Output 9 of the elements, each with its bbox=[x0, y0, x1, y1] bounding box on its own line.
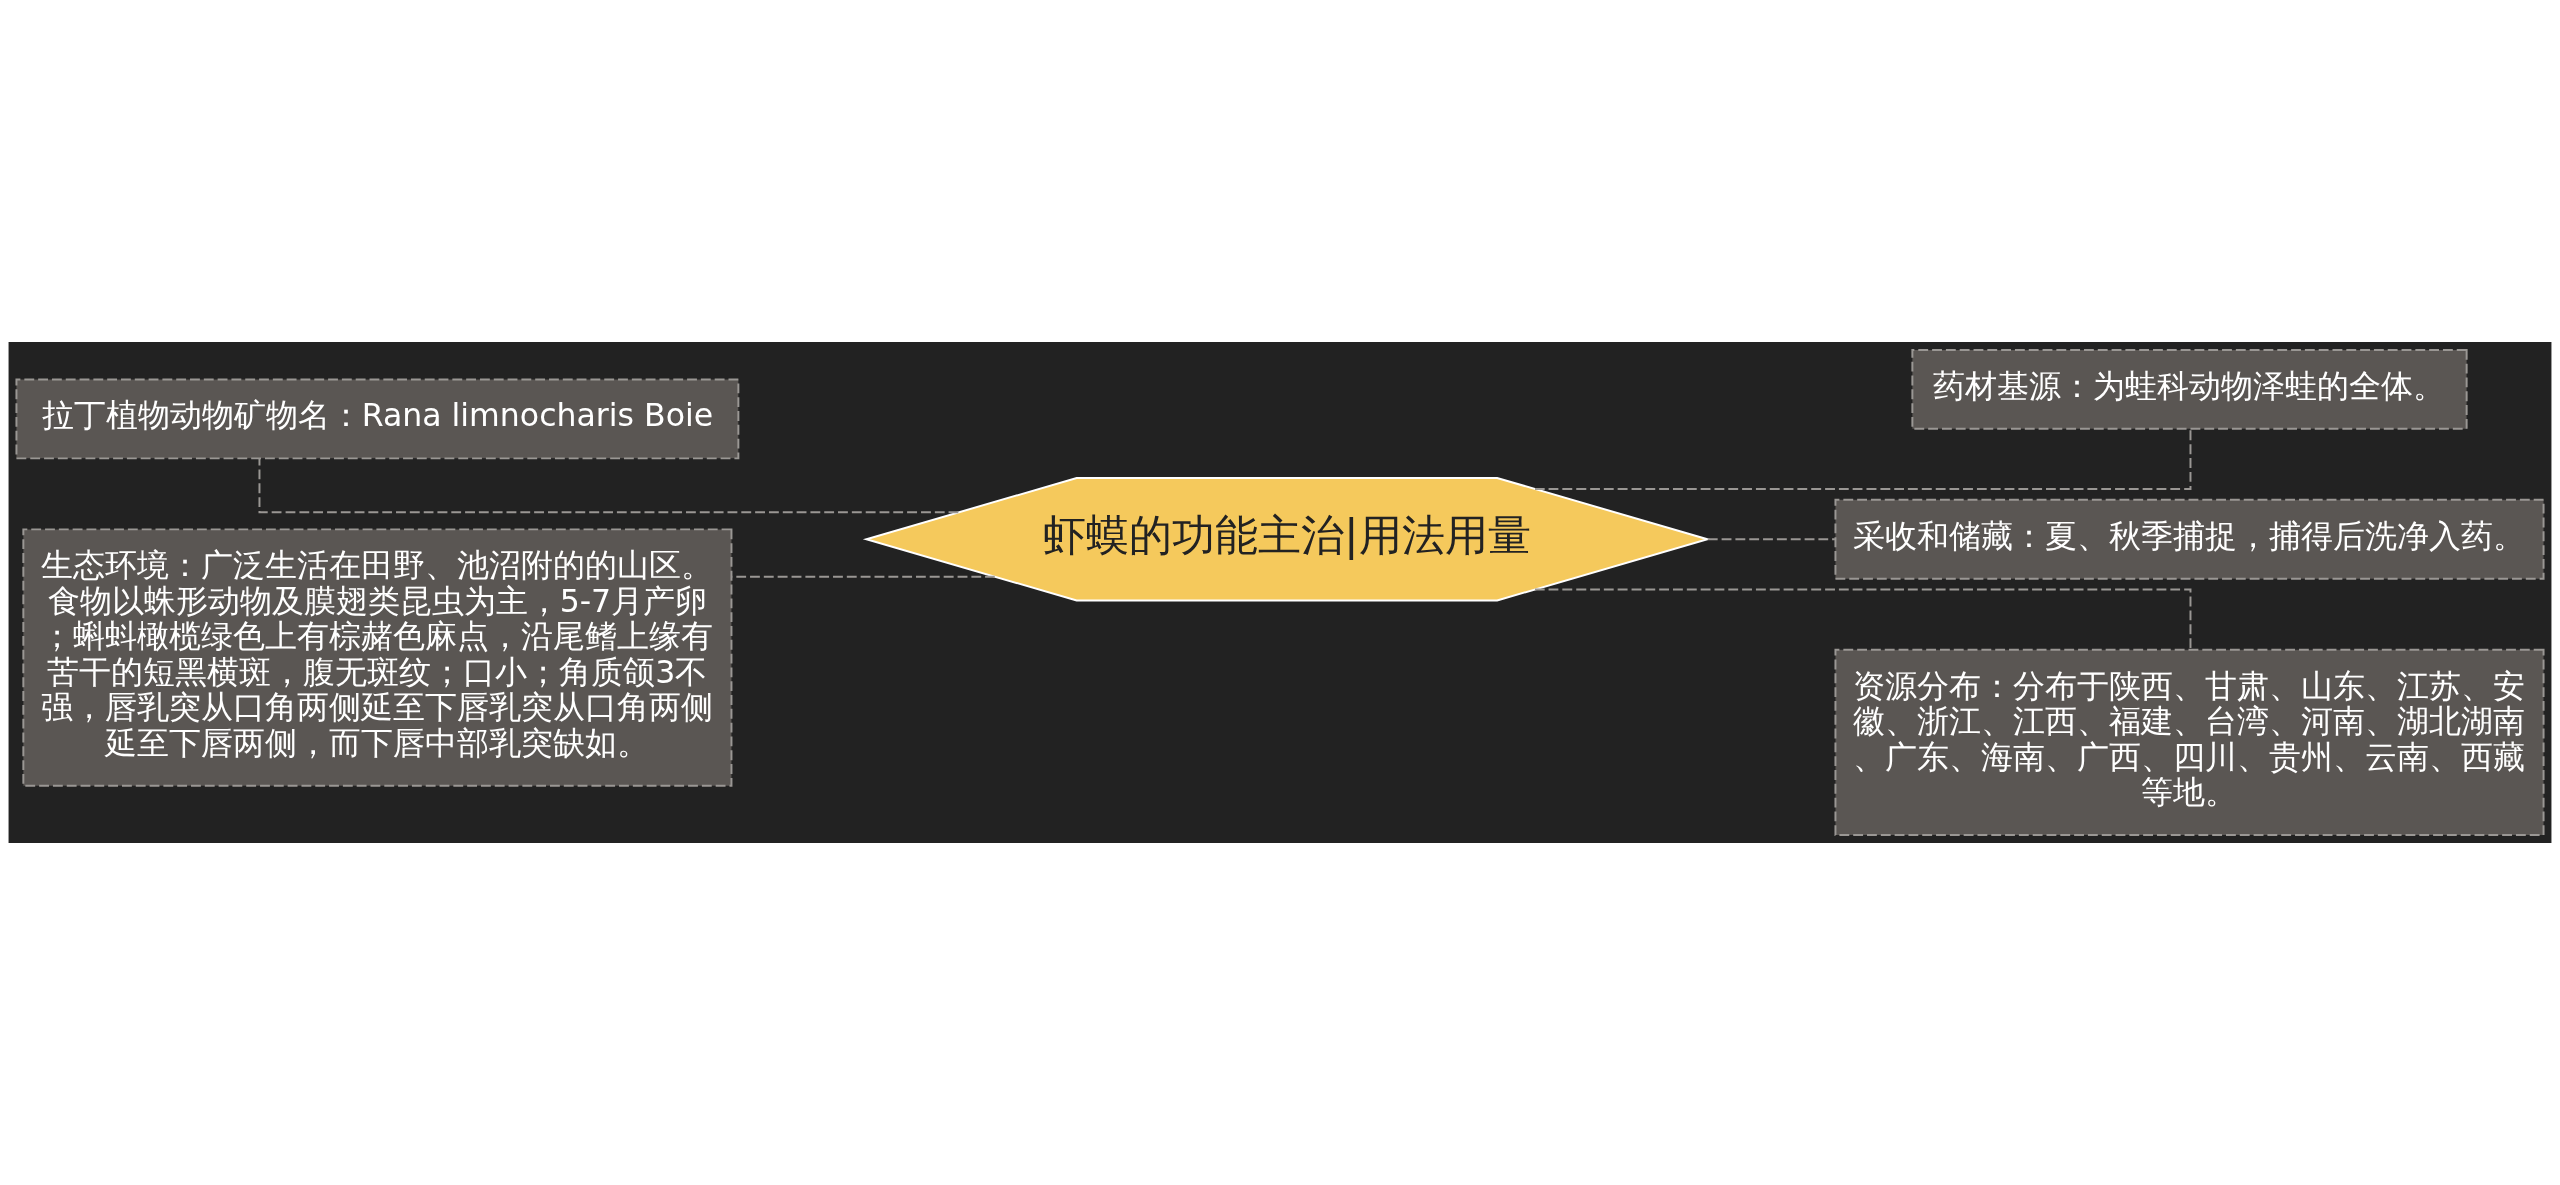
node-box: 资源分布：分布于陕西、甘肃、山东、江苏、安徽、浙江、江西、福建、台湾、河南、湖北湖南、广东、海南、广西、四川、贵州、云南、西藏等地。 bbox=[1834, 648, 2545, 837]
connector bbox=[258, 457, 960, 514]
node-box: 生态环境：广泛生活在田野、池沼附的的山区。食物以蛛形动物及膜翅类昆虫为主，5-7月产卵；蝌蚪橄榄绿色上有棕赭色麻点，沿尾鳍上缘有苦干的短黑横斑，腹无斑纹；口小；角质颌3不强，唇乳突从口角两侧延至下唇乳突从口角两侧延至下唇两侧，而下唇中部乳突缺如。 bbox=[22, 528, 733, 787]
node-box: 拉丁植物动物矿物名：Rana limnocharis Boie bbox=[15, 378, 740, 460]
connector bbox=[1534, 428, 2192, 490]
node-box: 采收和储藏：夏、秋季捕捉，捕得后洗净入药。 bbox=[1834, 498, 2545, 580]
node-box: 药材基源：为蛙科动物泽蛙的全体。 bbox=[1911, 348, 2468, 430]
connector bbox=[1706, 538, 1836, 541]
connector bbox=[1534, 588, 2192, 651]
